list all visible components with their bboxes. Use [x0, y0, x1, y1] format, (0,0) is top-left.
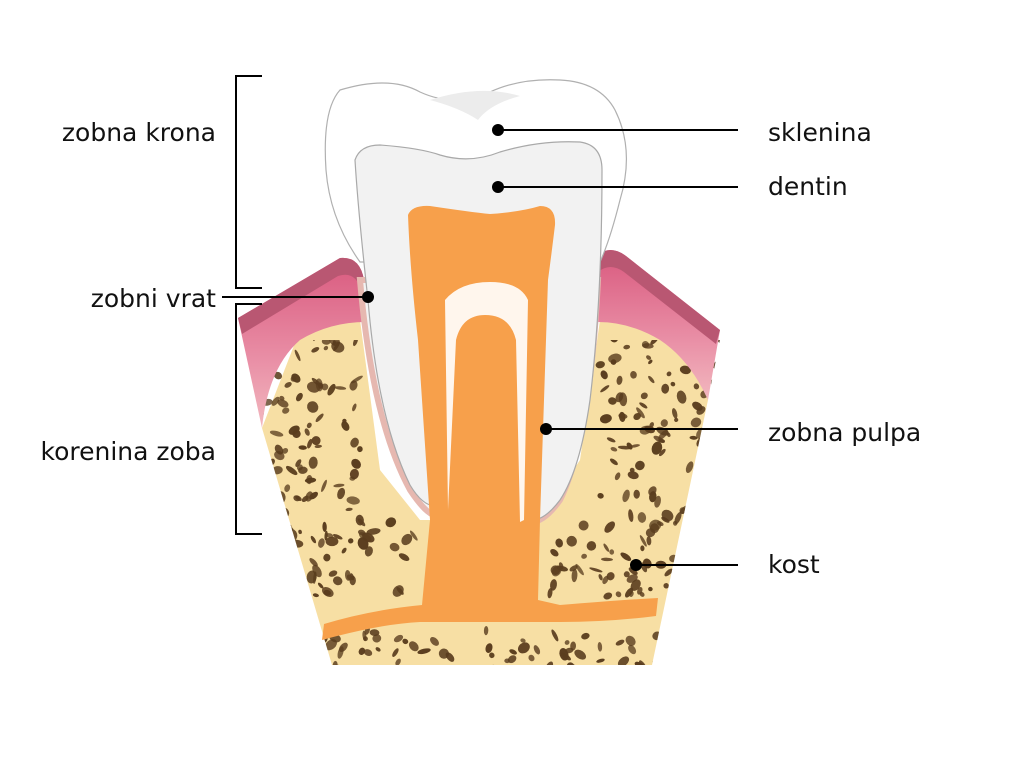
marrow-hole: [288, 566, 299, 578]
marrow-hole: [265, 541, 274, 554]
marrow-hole: [276, 662, 281, 667]
marrow-hole: [714, 538, 721, 545]
marrow-hole: [308, 637, 320, 650]
marrow-hole: [705, 580, 712, 595]
marrow-hole: [301, 625, 311, 634]
marrow-hole: [330, 663, 343, 675]
bone-pointer-dot: [630, 559, 642, 571]
marrow-hole: [716, 565, 723, 576]
marrow-hole: [271, 568, 284, 576]
marrow-hole: [710, 384, 721, 397]
marrow-hole: [307, 635, 318, 647]
marrow-hole: [665, 658, 675, 669]
marrow-hole: [260, 457, 269, 472]
marrow-hole: [680, 583, 685, 589]
marrow-hole: [690, 656, 696, 662]
marrow-hole: [264, 467, 272, 475]
marrow-hole: [257, 580, 266, 589]
root-label: korenina zoba: [40, 437, 216, 467]
marrow-hole: [707, 630, 714, 638]
marrow-hole: [273, 591, 278, 605]
marrow-hole: [261, 567, 274, 579]
marrow-hole: [286, 623, 297, 635]
marrow-hole: [712, 502, 721, 511]
marrow-hole: [278, 577, 288, 587]
pulp-pointer-dot: [540, 423, 552, 435]
marrow-hole: [268, 638, 278, 651]
marrow-hole: [268, 559, 283, 567]
marrow-hole: [253, 555, 264, 567]
marrow-hole: [695, 461, 703, 469]
marrow-hole: [700, 499, 713, 506]
marrow-hole: [687, 649, 703, 661]
marrow-hole: [698, 583, 705, 590]
marrow-hole: [273, 525, 285, 535]
marrow-hole: [295, 574, 307, 585]
marrow-hole: [705, 412, 716, 417]
enamel-label: sklenina: [768, 118, 872, 148]
marrow-hole: [288, 633, 294, 637]
dentin-pointer-dot: [492, 181, 504, 193]
neck-label: zobni vrat: [91, 284, 216, 314]
bone-label: kost: [768, 550, 820, 580]
marrow-hole: [701, 476, 712, 490]
marrow-hole: [269, 544, 276, 550]
marrow-hole: [262, 478, 273, 489]
marrow-hole: [270, 519, 276, 524]
marrow-hole: [260, 552, 270, 560]
marrow-hole: [709, 449, 720, 461]
marrow-hole: [261, 490, 274, 497]
marrow-hole: [715, 642, 727, 654]
marrow-hole: [288, 627, 294, 633]
marrow-hole: [253, 448, 264, 457]
marrow-hole: [255, 442, 266, 449]
marrow-hole: [712, 545, 725, 558]
marrow-hole: [307, 635, 316, 642]
marrow-hole: [252, 473, 264, 484]
marrow-hole: [634, 490, 640, 499]
marrow-hole: [705, 449, 711, 455]
neck-pointer-dot: [362, 291, 374, 303]
marrow-hole: [699, 626, 708, 632]
marrow-hole: [683, 508, 697, 522]
marrow-hole: [265, 530, 272, 539]
crown-bracket: [236, 76, 262, 288]
marrow-hole: [254, 499, 261, 504]
marrow-hole: [275, 590, 289, 597]
marrow-hole: [250, 520, 264, 533]
marrow-hole: [279, 635, 293, 650]
marrow-hole: [695, 631, 705, 642]
marrow-hole: [277, 572, 286, 580]
enamel-pointer-dot: [492, 124, 504, 136]
marrow-hole: [279, 622, 286, 636]
marrow-hole: [292, 578, 304, 587]
marrow-hole: [254, 514, 265, 526]
pulp-label: zobna pulpa: [768, 418, 921, 448]
dentin-label: dentin: [768, 172, 848, 202]
marrow-hole: [715, 514, 728, 527]
crown-label: zobna krona: [62, 118, 216, 148]
marrow-hole: [249, 480, 261, 487]
marrow-hole: [260, 626, 264, 635]
marrow-hole: [326, 537, 339, 546]
marrow-hole: [711, 661, 718, 668]
marrow-hole: [680, 533, 694, 548]
marrow-hole: [301, 639, 313, 651]
marrow-hole: [702, 487, 708, 499]
marrow-hole: [489, 663, 500, 675]
